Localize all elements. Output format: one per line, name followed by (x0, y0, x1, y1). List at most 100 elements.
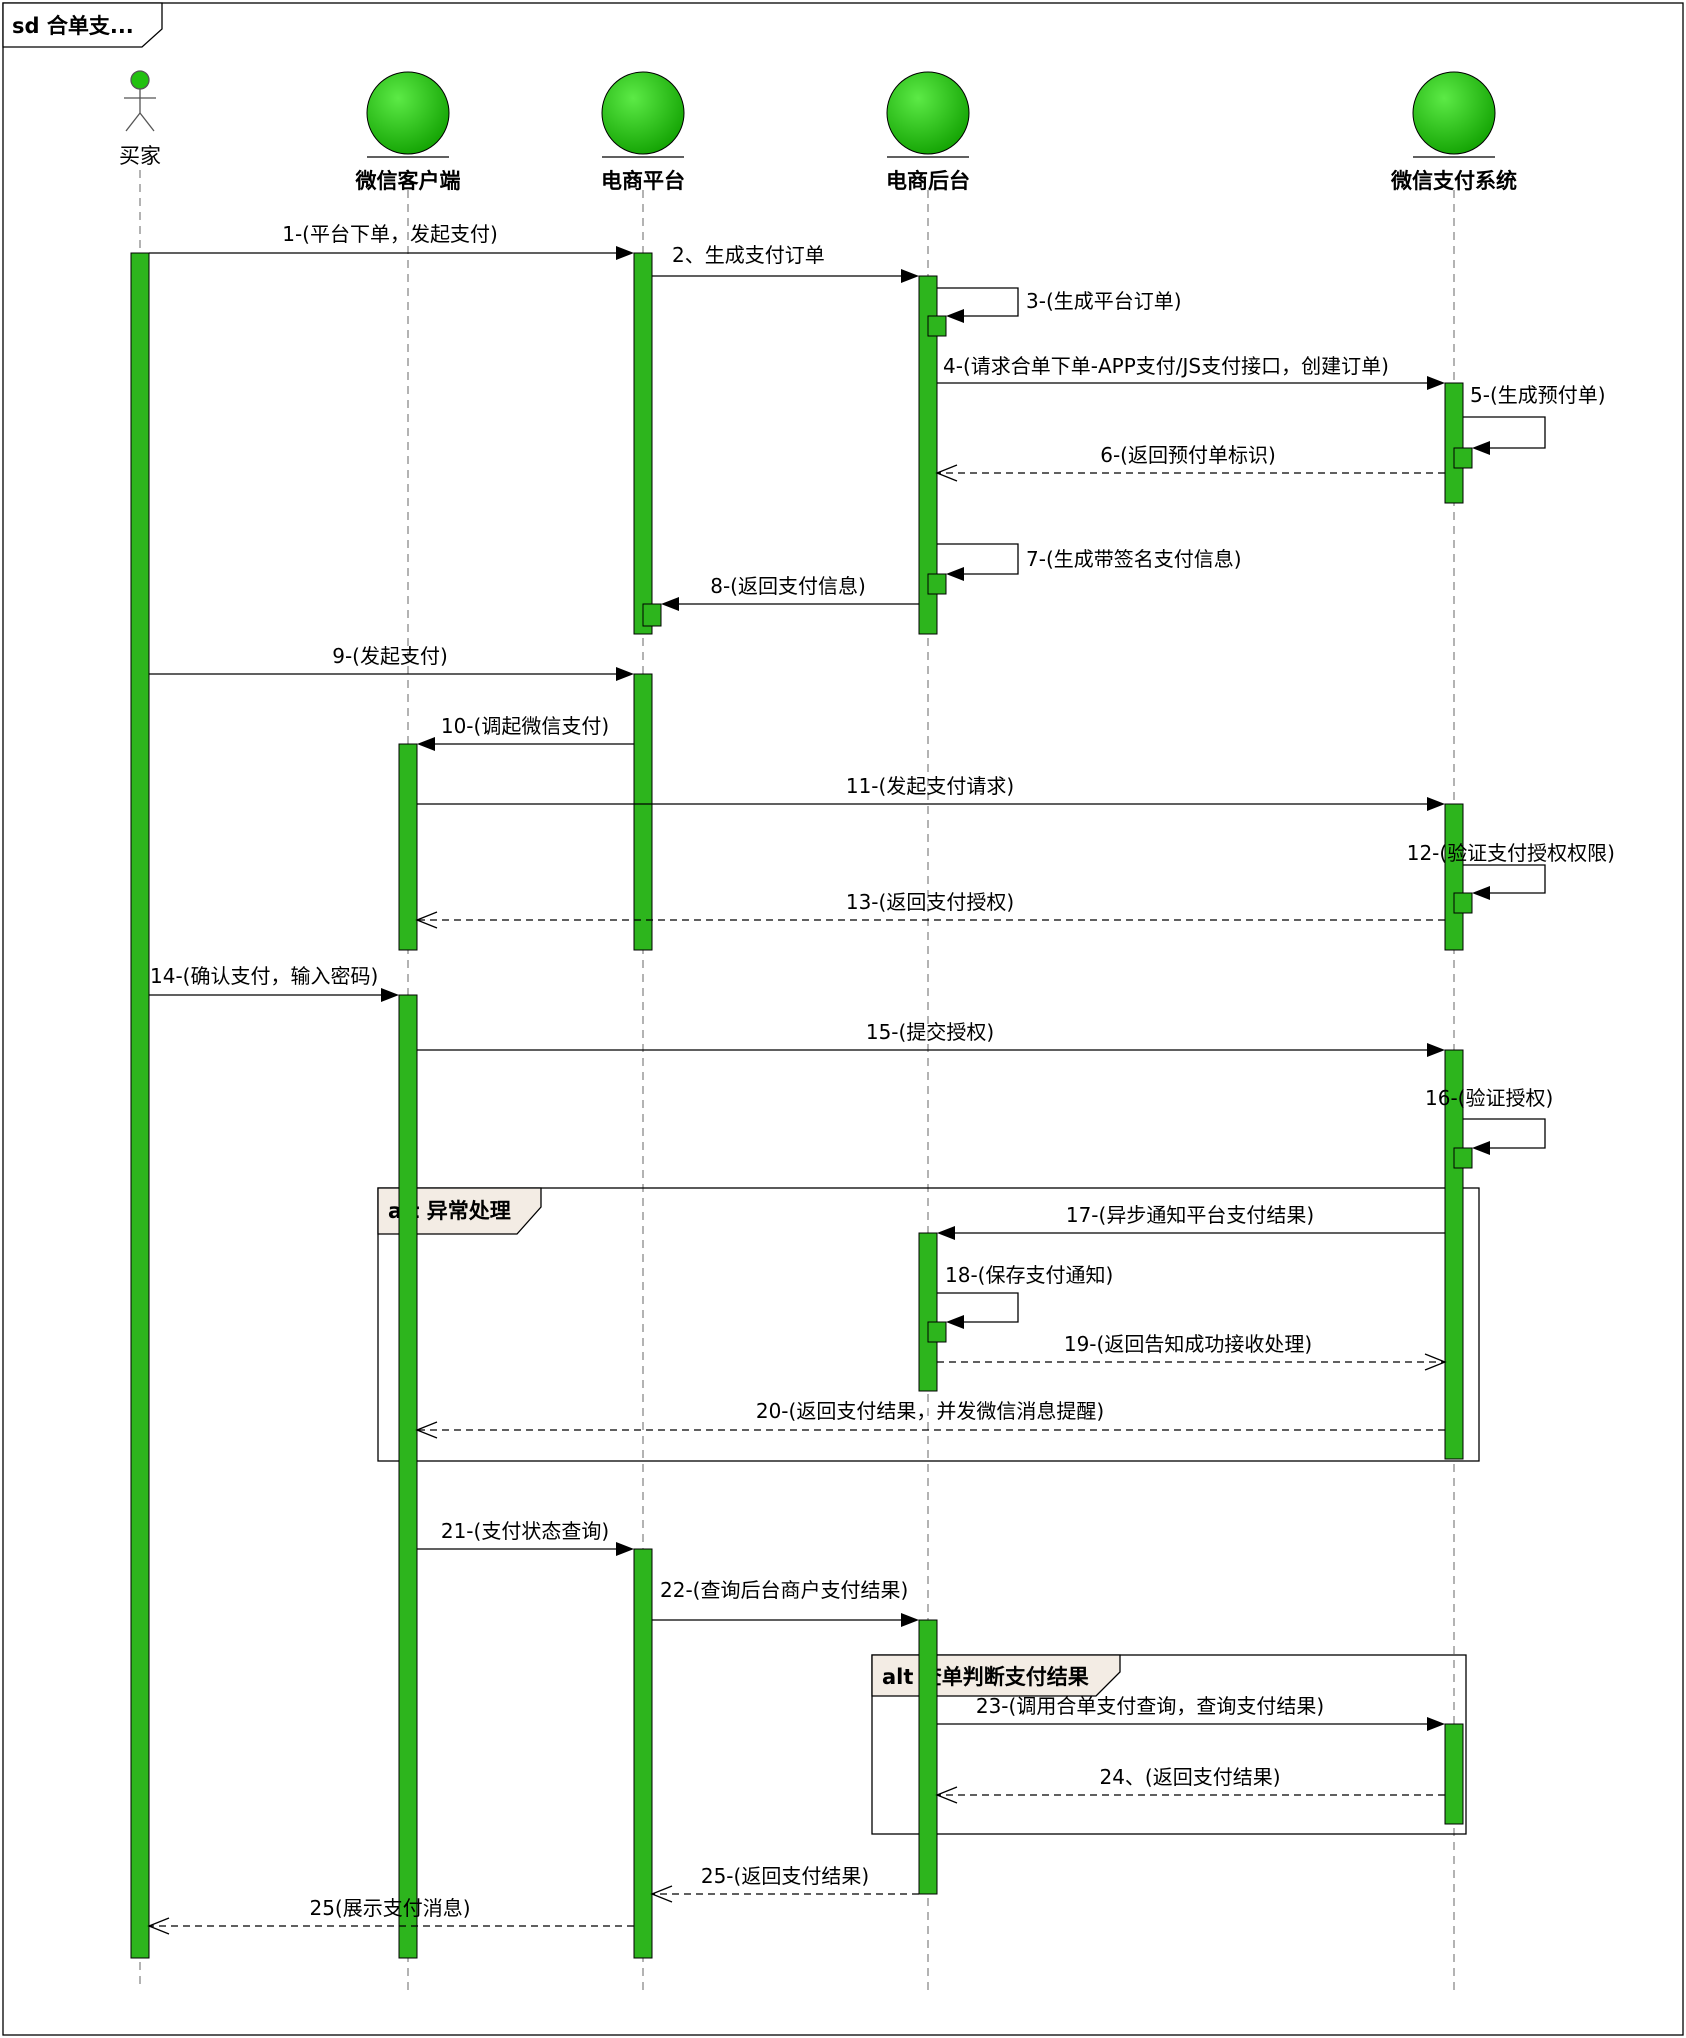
arrow-head-icon (1427, 376, 1445, 390)
fragment-box (377, 1187, 1480, 1462)
arrow-head-icon (901, 269, 919, 283)
message-label: 1-(平台下单，发起支付) (282, 222, 498, 246)
participant-buyer: 买家 (119, 70, 161, 168)
message-label: 25(展示支付消息) (309, 1896, 470, 1920)
open-arrow-icon (415, 1421, 438, 1439)
messages: 1-(平台下单，发起支付) 2、生成支付订单 3-(生成平台订单) 4-(请求合… (147, 222, 1615, 1935)
message-2: 2、生成支付订单 (652, 243, 919, 283)
message-label: 25-(返回支付结果) (701, 1864, 869, 1888)
activation-bar (398, 743, 418, 951)
participant-label-buyer: 买家 (119, 144, 161, 168)
frame-title-tab (2, 2, 163, 48)
message-19: 19-(返回告知成功接收处理) (937, 1332, 1447, 1371)
message-label: 4-(请求合单下单-APP支付/JS支付接口，创建订单) (943, 354, 1389, 378)
message-label: 5-(生成预付单) (1470, 383, 1606, 407)
arrow-head-icon (937, 1226, 955, 1240)
activation-bar (1444, 803, 1464, 951)
message-12: 12-(验证支付授权权限) (1407, 841, 1615, 900)
arrow-head-icon (616, 1542, 634, 1556)
message-8: 8-(返回支付信息) (661, 574, 919, 611)
message-label: 15-(提交授权) (866, 1020, 994, 1044)
nested-activations (642, 315, 1473, 1343)
message-label: 8-(返回支付信息) (710, 574, 866, 598)
message-label: 17-(异步通知平台支付结果) (1066, 1203, 1314, 1227)
open-arrow-icon (935, 464, 958, 482)
message-13: 13-(返回支付授权) (415, 890, 1445, 929)
activation-bar (633, 673, 653, 951)
message-22: 22-(查询后台商户支付结果) (652, 1578, 919, 1627)
activation-bar (1444, 1049, 1464, 1460)
participant-label-wechat-pay: 微信支付系统 (1390, 169, 1517, 193)
participant-wechat-pay: 微信支付系统 (1390, 71, 1517, 193)
nested-activation (1453, 892, 1473, 914)
open-arrow-icon (147, 1917, 170, 1935)
open-arrow-icon (935, 1786, 958, 1804)
activations (130, 252, 1464, 1959)
fragment-label: alt 查单判断支付结果 (882, 1665, 1089, 1689)
message-label: 12-(验证支付授权权限) (1407, 841, 1615, 865)
message-label: 9-(发起支付) (332, 644, 448, 668)
message-23: 23-(调用合单支付查询，查询支付结果) (937, 1694, 1445, 1731)
arrow-head-icon (1427, 797, 1445, 811)
arrow-head-icon (901, 1613, 919, 1627)
entity-icon (366, 71, 450, 155)
message-label: 14-(确认支付，输入密码) (150, 964, 378, 988)
participant-label-backend: 电商后台 (886, 169, 970, 193)
participant-wechat-client: 微信客户端 (355, 71, 461, 193)
message-20: 20-(返回支付结果，并发微信消息提醒) (415, 1399, 1445, 1439)
message-label: 10-(调起微信支付) (441, 714, 609, 738)
fragment-tab (377, 1187, 542, 1235)
message-label: 3-(生成平台订单) (1026, 289, 1182, 313)
open-arrow-icon (415, 911, 438, 929)
message-label: 23-(调用合单支付查询，查询支付结果) (976, 1694, 1324, 1718)
nested-activation (927, 1321, 947, 1343)
message-9: 9-(发起支付) (149, 644, 634, 681)
entity-icon (886, 71, 970, 155)
message-label: 20-(返回支付结果，并发微信消息提醒) (756, 1399, 1104, 1423)
activation-bar (633, 1548, 653, 1959)
fragment-box (871, 1654, 1467, 1835)
message-11: 11-(发起支付请求) (417, 774, 1445, 811)
nested-activation (927, 315, 947, 337)
message-18: 18-(保存支付通知) (937, 1263, 1113, 1329)
arrow-head-icon (946, 567, 964, 581)
participant-label-wechat-client: 微信客户端 (355, 169, 461, 193)
open-arrow-icon (1424, 1353, 1447, 1371)
activation-bar (918, 275, 938, 635)
arrow-head-icon (661, 597, 679, 611)
arrow-head-icon (417, 737, 435, 751)
message-5: 5-(生成预付单) (1463, 383, 1606, 455)
message-label: 11-(发起支付请求) (846, 774, 1014, 798)
arrow-head-icon (946, 1315, 964, 1329)
message-21: 21-(支付状态查询) (417, 1519, 634, 1556)
message-label: 21-(支付状态查询) (441, 1519, 609, 1543)
message-label: 2、生成支付订单 (672, 243, 825, 267)
participant-platform: 电商平台 (601, 71, 685, 193)
message-25: 25-(返回支付结果) (650, 1864, 919, 1903)
message-label: 16-(验证授权) (1425, 1086, 1553, 1110)
activation-bar (130, 252, 150, 1959)
message-16: 16-(验证授权) (1425, 1086, 1553, 1155)
open-arrow-icon (650, 1885, 673, 1903)
message-4: 4-(请求合单下单-APP支付/JS支付接口，创建订单) (937, 354, 1445, 390)
arrow-head-icon (1427, 1717, 1445, 1731)
arrow-head-icon (1472, 441, 1490, 455)
message-1: 1-(平台下单，发起支付) (149, 222, 634, 260)
activation-bar (1444, 1723, 1464, 1825)
activation-bar (633, 252, 653, 635)
arrow-head-icon (616, 667, 634, 681)
message-10: 10-(调起微信支付) (417, 714, 634, 751)
message-label: 22-(查询后台商户支付结果) (660, 1578, 908, 1602)
arrow-head-icon (1427, 1043, 1445, 1057)
message-6: 6-(返回预付单标识) (935, 443, 1445, 482)
message-15: 15-(提交授权) (417, 1020, 1445, 1057)
message-3: 3-(生成平台订单) (937, 287, 1182, 323)
message-24: 24、(返回支付结果) (935, 1765, 1445, 1804)
message-label: 24、(返回支付结果) (1099, 1765, 1280, 1789)
arrow-head-icon (1472, 1141, 1490, 1155)
arrow-head-icon (381, 988, 399, 1002)
nested-activation (1453, 447, 1473, 469)
participant-backend: 电商后台 (886, 71, 970, 193)
